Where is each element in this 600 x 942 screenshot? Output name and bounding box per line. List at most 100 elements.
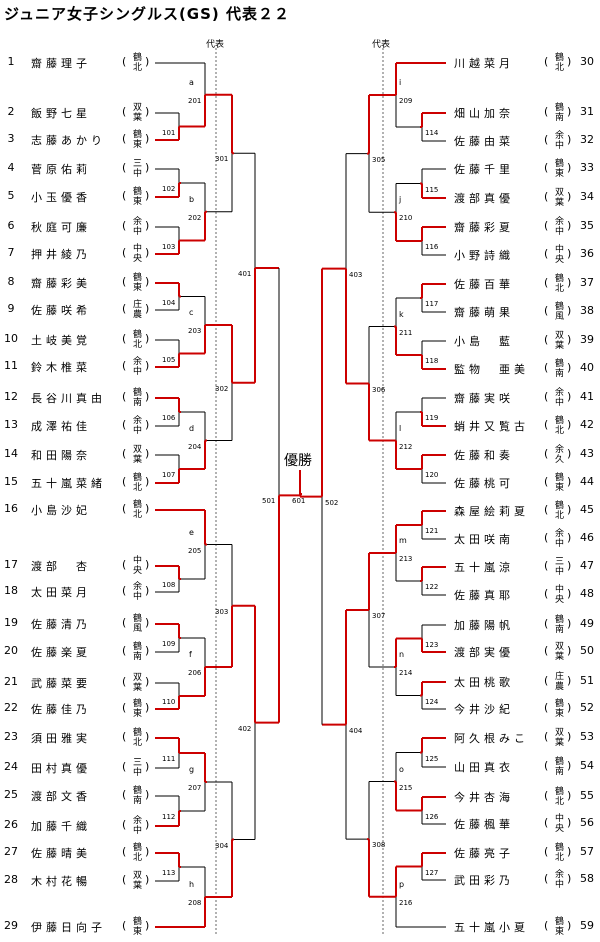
match-label: 113 (162, 869, 176, 877)
paren-close: ) (145, 105, 150, 118)
player-name: 菅原佑莉 (31, 163, 91, 176)
paren-open: ( (122, 447, 127, 460)
player-name: 監物 亜美 (454, 363, 529, 376)
player-name: 佐藤千里 (454, 163, 514, 176)
player-number: 34 (580, 190, 594, 203)
match-label: 401 (238, 270, 252, 278)
paren-close: ) (145, 919, 150, 932)
match-label: 110 (162, 698, 176, 706)
player-name: 今井沙紀 (454, 703, 514, 716)
club-name: 鶴東 (132, 273, 142, 293)
match-label: 119 (425, 414, 439, 422)
paren-close: ) (145, 332, 150, 345)
group-letter: h (189, 880, 195, 889)
player-name: 加藤陽帆 (454, 619, 514, 632)
player-name: 飯野七星 (31, 107, 91, 120)
match-label: 308 (372, 841, 386, 850)
paren-close: ) (145, 275, 150, 288)
paren-close: ) (145, 873, 150, 886)
paren-open: ( (544, 447, 549, 460)
player-name: 佐藤晴美 (31, 847, 91, 860)
paren-open: ( (544, 789, 549, 802)
club-name: 鶴南 (132, 388, 142, 408)
match-label: 207 (188, 784, 202, 792)
paren-close: ) (567, 872, 572, 885)
player-name: 武田彩乃 (454, 874, 514, 887)
club-name: 鶴南 (132, 786, 142, 806)
player-number: 26 (4, 818, 18, 831)
paren-close: ) (145, 161, 150, 174)
player-number: 22 (4, 701, 18, 714)
player-number: 3 (7, 132, 15, 145)
club-name: 鶴北 (554, 501, 564, 521)
paren-open: ( (122, 475, 127, 488)
paren-close: ) (567, 247, 572, 260)
player-name: 佐藤亮子 (454, 847, 514, 860)
match-label: 126 (425, 812, 439, 821)
player-name: 須田雅実 (31, 732, 91, 745)
club-name: 鶴南 (554, 615, 564, 635)
paren-close: ) (567, 304, 572, 317)
group-letter: p (399, 879, 405, 889)
player-name: 佐藤清乃 (31, 618, 91, 631)
player-number: 32 (580, 133, 594, 146)
player-number: 1 (7, 55, 15, 68)
match-label: 208 (188, 899, 202, 907)
player-number: 31 (580, 105, 594, 118)
club-name: 双葉 (554, 331, 564, 351)
paren-open: ( (544, 759, 549, 772)
paren-open: ( (544, 161, 549, 174)
paren-close: ) (567, 503, 572, 516)
paren-open: ( (122, 502, 127, 515)
paren-close: ) (145, 55, 150, 68)
group-letter: k (399, 309, 404, 319)
paren-close: ) (567, 447, 572, 460)
paren-close: ) (567, 133, 572, 146)
paren-open: ( (122, 132, 127, 145)
group-letter: n (399, 650, 405, 659)
match-label: 109 (162, 640, 176, 648)
player-name: 五十嵐小夏 (454, 921, 529, 934)
paren-close: ) (145, 302, 150, 315)
paren-close: ) (145, 447, 150, 460)
match-label: 215 (399, 783, 413, 792)
paren-close: ) (567, 644, 572, 657)
club-name: 双葉 (554, 728, 564, 748)
paren-close: ) (145, 701, 150, 714)
paren-close: ) (145, 788, 150, 801)
match-label: 216 (399, 898, 413, 907)
player-number: 10 (4, 332, 18, 345)
player-name: 佐藤由菜 (454, 135, 514, 148)
player-number: 48 (580, 587, 594, 600)
player-number: 18 (4, 584, 18, 597)
club-name: 鶴風 (554, 302, 564, 322)
group-letter: j (399, 195, 402, 205)
paren-close: ) (567, 674, 572, 687)
player-number: 6 (7, 219, 15, 232)
paren-close: ) (567, 531, 572, 544)
player-name: 佐藤桃可 (454, 477, 514, 490)
paren-close: ) (145, 584, 150, 597)
player-name: 太田桃歌 (454, 676, 514, 689)
club-name: 鶴北 (132, 843, 142, 863)
paren-close: ) (145, 475, 150, 488)
paren-close: ) (145, 219, 150, 232)
club-name: 鶴北 (132, 728, 142, 748)
club-name: 鶴北 (554, 787, 564, 807)
club-name: 鶴北 (554, 53, 564, 73)
club-name: 鶴南 (554, 103, 564, 123)
